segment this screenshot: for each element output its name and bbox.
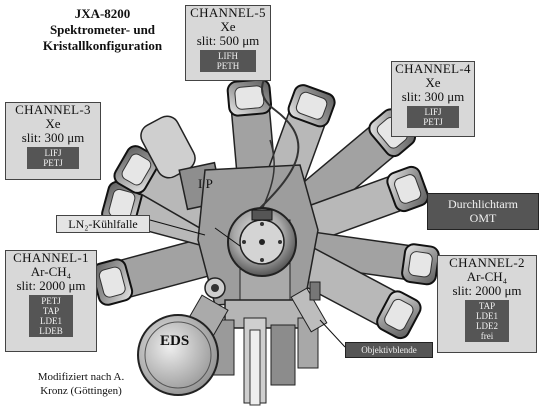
crystal-list: PETJ TAP LDE1 LDEB: [29, 295, 73, 337]
channel-1-box: CHANNEL-1 Ar-CH₄ slit: 2000 μm PETJ TAP …: [5, 250, 97, 352]
channel-gas: Xe: [220, 19, 236, 34]
channel-name: CHANNEL-4: [395, 61, 471, 76]
channel-5-box: CHANNEL-5 Xe slit: 500 μm LIFH PETH: [185, 5, 271, 81]
eds-label: EDS: [160, 333, 189, 349]
channel-name: CHANNEL-2: [449, 255, 525, 270]
channel-name: CHANNEL-3: [15, 102, 91, 117]
channel-slit: slit: 2000 μm: [16, 278, 86, 293]
crystal-list: LIFH PETH: [200, 50, 256, 72]
channel-slit: slit: 2000 μm: [452, 283, 522, 298]
crystal-list: LIFJ PETJ: [27, 147, 79, 169]
objective-aperture: [290, 281, 328, 333]
channel-slit: slit: 500 μm: [196, 33, 260, 48]
channel-name: CHANNEL-1: [13, 250, 89, 265]
attribution-note: Modifiziert nach A. Kronz (Göttingen): [37, 371, 125, 397]
ion-pump: [140, 115, 224, 213]
objektivblende-label: Objektivblende: [345, 342, 433, 358]
cable: [257, 69, 300, 211]
crystal-list: TAP LDE1 LDE2 frei: [465, 300, 509, 342]
durchlichtarm-label: Durchlichtarm OMT: [427, 193, 539, 230]
ln2-trap-label: LN₂-Kühlfalle: [56, 215, 150, 233]
channel-slit: slit: 300 μm: [401, 89, 465, 104]
central-chamber: [227, 207, 297, 277]
crystal-list: LIFJ PETJ: [407, 106, 459, 128]
eds-detector: [137, 294, 229, 396]
channel-gas: Xe: [425, 75, 441, 90]
channel-gas: Ar-CH₄: [466, 269, 508, 284]
channel-gas: Ar-CH₄: [30, 264, 72, 279]
channel-name: CHANNEL-5: [190, 5, 266, 20]
page-title: JXA-8200 Spektrometer- und Kristallkonfi…: [42, 6, 163, 53]
channel-slit: slit: 300 μm: [21, 130, 85, 145]
ip-label: I P: [198, 176, 213, 191]
channel-2-box: CHANNEL-2 Ar-CH₄ slit: 2000 μm TAP LDE1 …: [437, 255, 537, 353]
channel-3-box: CHANNEL-3 Xe slit: 300 μm LIFJ PETJ: [5, 102, 101, 180]
channel-gas: Xe: [45, 116, 61, 131]
channel-4-box: CHANNEL-4 Xe slit: 300 μm LIFJ PETJ: [391, 61, 475, 137]
leader-lines: [149, 219, 346, 348]
